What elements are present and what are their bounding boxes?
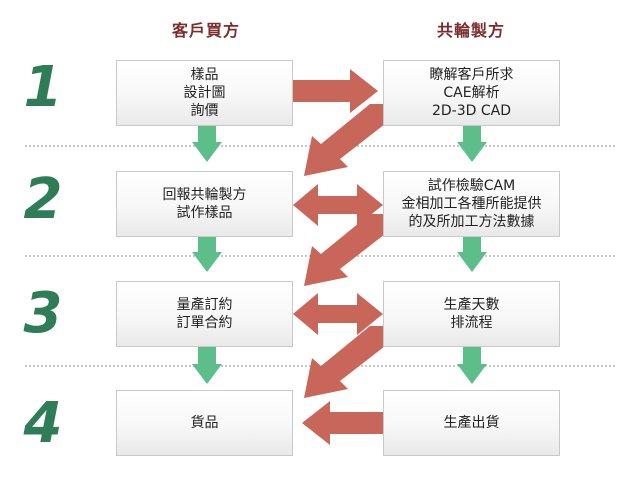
supplier-down-arrows bbox=[457, 126, 487, 384]
supplier-box-2-line-3: 的及所加工方法數據 bbox=[408, 214, 535, 230]
step-number-2: 2 bbox=[23, 167, 63, 232]
client-box-2-line-1: 回報共輪製方 bbox=[162, 187, 247, 203]
client-box-4-line-1: 貨品 bbox=[190, 415, 219, 431]
green-arrow-client-1 bbox=[192, 126, 222, 162]
client-box-1-line-3: 詢價 bbox=[190, 103, 219, 119]
supplier-box-4-line-1: 生產出貨 bbox=[443, 415, 500, 431]
supplier-box-2-line-1: 試作檢驗CAM bbox=[427, 178, 516, 194]
client-box-3-line-1: 量產訂約 bbox=[176, 297, 233, 313]
client-box-3: 量產訂約 訂單合約 bbox=[116, 281, 293, 347]
client-box-3-line-2: 訂單合約 bbox=[176, 315, 233, 331]
green-arrow-supplier-2 bbox=[457, 237, 487, 272]
supplier-box-2-line-2: 金相加工各種所能提供 bbox=[401, 196, 542, 212]
client-box-2-line-2: 試作樣品 bbox=[176, 205, 233, 221]
client-box-2: 回報共輪製方 試作樣品 bbox=[116, 171, 293, 237]
supplier-box-4: 生產出貨 bbox=[383, 390, 560, 456]
red-arrow-diagonal-1 bbox=[304, 104, 385, 176]
client-box-1-line-1: 樣品 bbox=[190, 67, 219, 83]
supplier-box-1-line-3: 2D-3D CAD bbox=[431, 103, 511, 119]
red-arrow-double-2 bbox=[293, 184, 383, 226]
green-arrow-supplier-1 bbox=[457, 126, 487, 162]
red-arrow-diagonal-2 bbox=[304, 214, 385, 286]
green-arrow-supplier-3 bbox=[457, 347, 487, 384]
client-box-1-line-2: 設計圖 bbox=[183, 85, 226, 101]
client-box-4: 貨品 bbox=[116, 390, 293, 456]
supplier-box-2: 試作檢驗CAM 金相加工各種所能提供 的及所加工方法數據 bbox=[383, 171, 560, 237]
supplier-column-title: 共輪製方 bbox=[436, 21, 505, 40]
supplier-box-1-line-2: CAE解析 bbox=[443, 85, 500, 101]
step-number-1: 1 bbox=[23, 55, 63, 120]
supplier-box-1-line-1: 瞭解客戶所求 bbox=[429, 67, 514, 83]
red-arrow-double-3 bbox=[293, 293, 383, 335]
green-arrow-client-3 bbox=[192, 347, 222, 384]
supplier-box-1: 瞭解客戶所求 CAE解析 2D-3D CAD bbox=[383, 60, 560, 126]
red-arrow-diagonal-3 bbox=[304, 326, 385, 398]
client-box-1: 樣品 設計圖 詢價 bbox=[116, 60, 293, 126]
red-arrow-left-4 bbox=[302, 401, 383, 445]
supplier-box-3-line-2: 排流程 bbox=[450, 315, 493, 331]
step-number-3: 3 bbox=[23, 281, 63, 346]
client-column-title: 客戶買方 bbox=[171, 21, 240, 40]
supplier-box-3-line-1: 生產天數 bbox=[443, 297, 500, 313]
green-arrow-client-2 bbox=[192, 237, 222, 272]
red-arrow-right-1 bbox=[293, 69, 378, 113]
step-number-4: 4 bbox=[23, 391, 63, 456]
supplier-box-3: 生產天數 排流程 bbox=[383, 281, 560, 347]
red-arrows bbox=[293, 69, 385, 445]
client-down-arrows bbox=[192, 126, 222, 384]
